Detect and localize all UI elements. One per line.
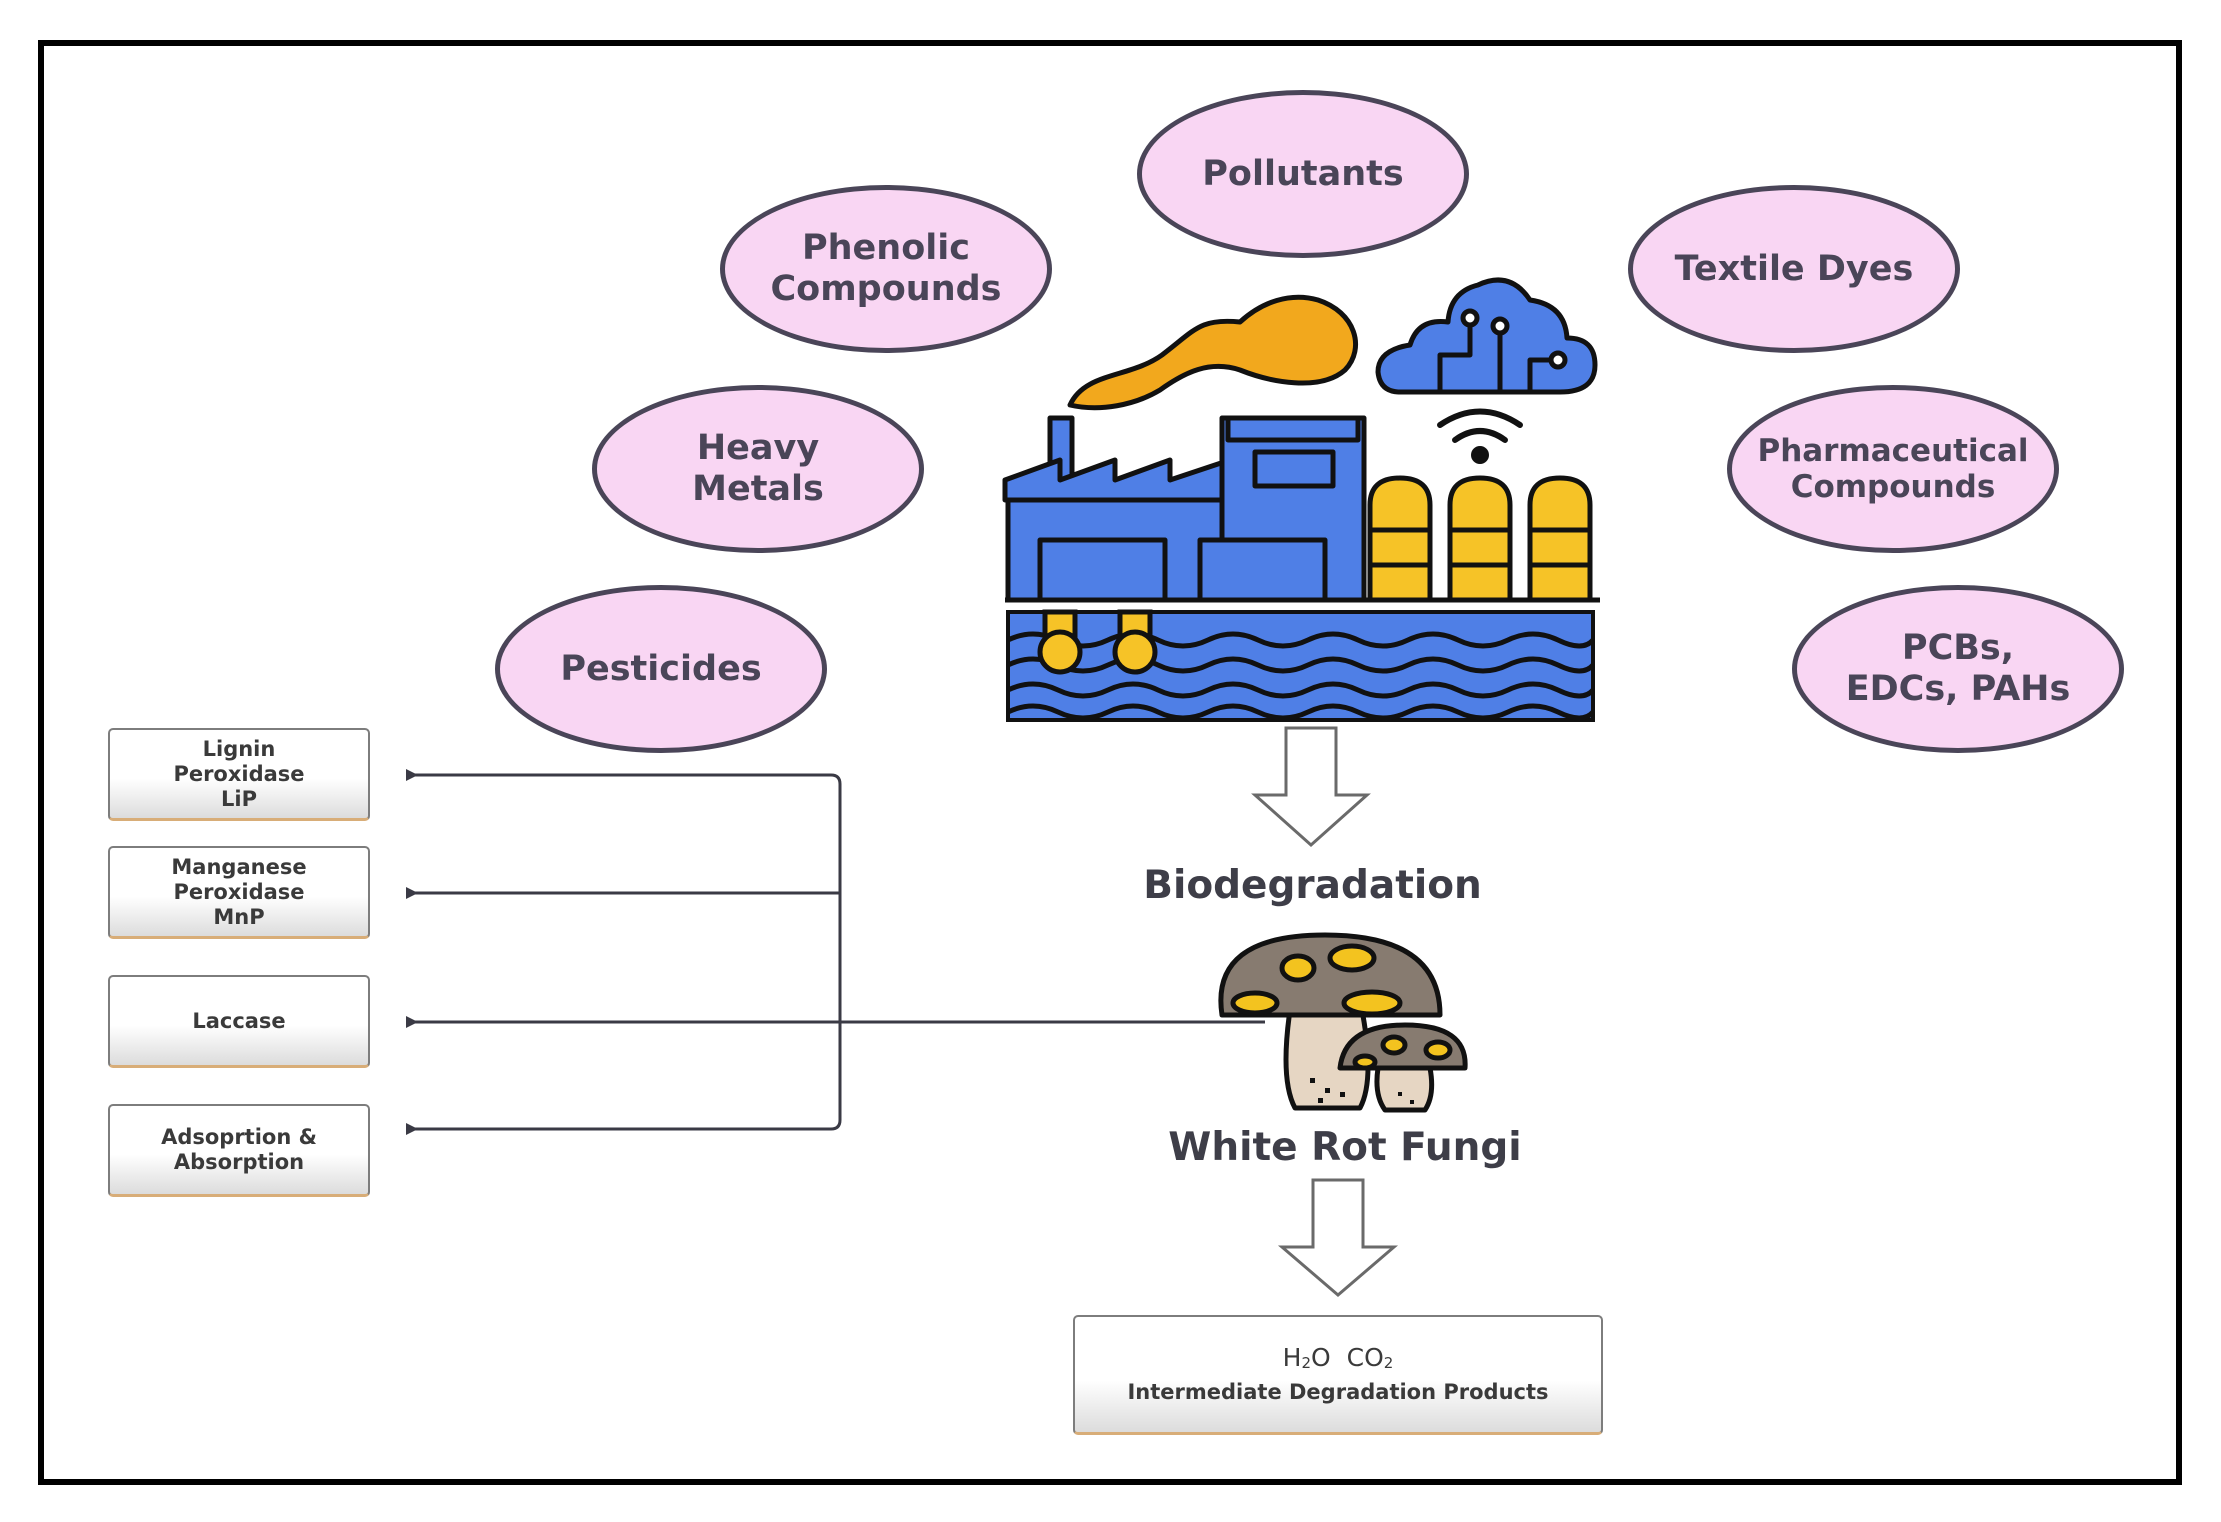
bubble-phenolic-compounds: Phenolic Compounds (720, 185, 1052, 353)
mechanism-connectors (406, 769, 1265, 1135)
products-box: H2O CO2 Intermediate Degradation Product… (1073, 1315, 1603, 1435)
cloud-circuit-icon (1375, 277, 1598, 395)
wifi-icon (1437, 408, 1523, 464)
biodegradation-label: Biodegradation (1143, 863, 1482, 908)
mechanism-laccase: Laccase (108, 975, 370, 1068)
mechanism-adsorption-absorption: Adsoprtion & Absorption (108, 1104, 370, 1197)
products-formula: H2O CO2 (1282, 1343, 1394, 1372)
bubble-pharmaceutical-compounds: Pharmaceutical Compounds (1727, 385, 2059, 553)
water-waves-icon (1006, 609, 1595, 722)
white-rot-fungi-label: White Rot Fungi (1168, 1125, 1522, 1170)
down-arrow-icon (1251, 726, 1371, 848)
bubble-pcbs-edcs-pahs: PCBs, EDCs, PAHs (1792, 585, 2124, 753)
bubble-pollutants: Pollutants (1137, 90, 1469, 258)
bubble-textile-dyes: Textile Dyes (1628, 185, 1960, 353)
mushroom-icon (1218, 932, 1468, 1113)
bubble-heavy-metals: Heavy Metals (592, 385, 924, 553)
products-intermediate: Intermediate Degradation Products (1127, 1380, 1549, 1404)
factory-icon (1002, 294, 1600, 603)
bubble-pesticides: Pesticides (495, 585, 827, 753)
mechanism-manganese-peroxidase: Manganese Peroxidase MnP (108, 846, 370, 939)
smoke-icon (1067, 294, 1359, 411)
down-arrow-icon (1277, 1178, 1399, 1297)
mechanism-lignin-peroxidase: Lignin Peroxidase LiP (108, 728, 370, 821)
